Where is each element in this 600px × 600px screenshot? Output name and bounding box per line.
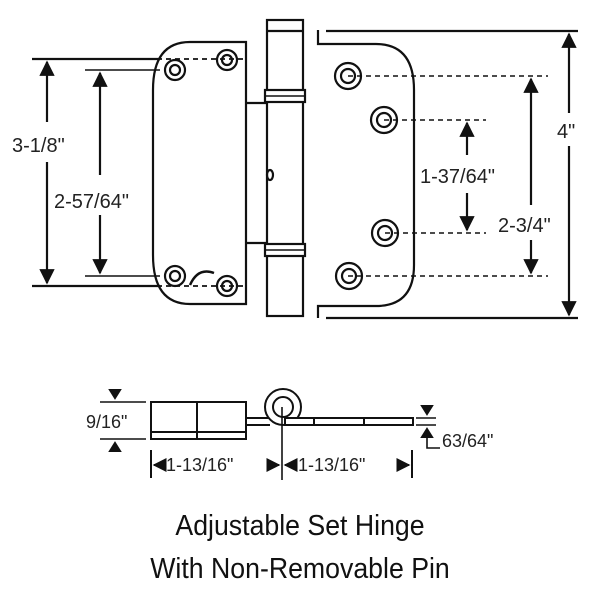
dim-right-middle: 2-3/4" (498, 215, 551, 237)
dim-right-inner: 1-37/64" (420, 166, 495, 188)
left-leaf (151, 40, 248, 306)
dim-leaf-thickness: 63/64" (442, 431, 493, 451)
side-view (100, 388, 440, 480)
side-barrel (264, 388, 302, 426)
dim-side-width-right: 1-13/16" (298, 455, 365, 475)
caption-line-2: With Non-Removable Pin (150, 553, 450, 585)
front-view (32, 18, 578, 320)
dim-side-width-left: 1-13/16" (166, 455, 233, 475)
right-leaf (316, 30, 416, 318)
dim-left-outer: 3-1/8" (12, 135, 65, 157)
dim-right-outer: 4" (557, 121, 575, 143)
side-right-leaf (284, 417, 414, 426)
dim-side-thickness: 9/16" (86, 412, 127, 432)
caption-line-1: Adjustable Set Hinge (175, 510, 425, 542)
side-left-block (150, 401, 247, 440)
dim-left-inner: 2-57/64" (54, 191, 129, 213)
set-screw (265, 168, 275, 182)
screw-holes-left (163, 48, 239, 298)
hinge-barrel (265, 18, 305, 318)
